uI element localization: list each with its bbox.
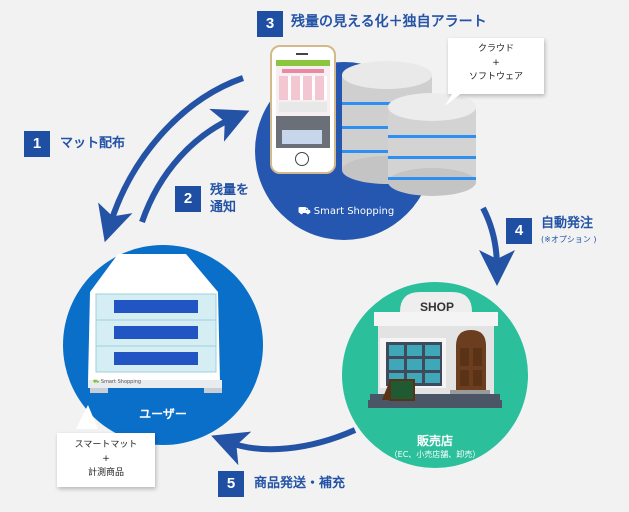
step-5-badge: 5 [218,471,244,497]
step-2-label-line1: 残量を [210,183,250,198]
database-icon [342,61,476,196]
step-4-badge: 4 [506,218,532,244]
shop-window [386,342,442,386]
product-tray [95,319,217,347]
shop-sublabel: （EC、小売店舗、卸売） [389,450,481,459]
phone-screen [276,60,330,148]
step-2-badge: 2 [175,186,201,212]
smart-mat-illustration [88,254,222,393]
callout-pointer [445,92,463,106]
step-2-label-line2: 通知 [210,200,237,215]
phone-speaker [296,53,308,55]
step-5-label: 商品発送・補充 [254,476,346,491]
shop-label: 販売店 [416,434,453,448]
cart-logo-icon: ⛟ [298,206,311,217]
step-1-label: マット配布 [60,136,126,151]
smartphone-illustration [270,45,336,174]
cart-logo-icon: ⛟ [93,379,100,385]
callout-line: スマートマット [74,440,138,450]
product-tray [95,293,217,321]
database-stack-front [388,93,476,196]
mat-brand-text: Smart Shopping [100,379,142,385]
product-tray [95,345,217,373]
callout-line: 計測商品 [87,468,124,478]
callout-line: ソフトウェア [468,72,523,82]
mat-brand: ⛟ Smart Shopping [93,379,141,386]
arrow-distribute [98,75,244,243]
step-1-badge: 1 [24,131,50,157]
step-3-badge: 3 [257,11,283,37]
arrow-notify [139,108,250,223]
arrow-ship [211,427,357,466]
shop-building-illustration [368,292,502,408]
callout-pointer [76,405,98,429]
brand-name: Smart Shopping [313,206,395,217]
shop-sign: SHOP [420,300,455,314]
callout-line: クラウド [477,44,514,54]
step-4-sublabel: (※オプション ) [541,235,597,244]
arrow-auto-order [478,206,515,286]
phone-home-button [295,152,309,166]
user-label: ユーザー [139,407,187,421]
sandwich-board-sign [382,379,415,401]
callout-line: + [102,454,110,464]
step-4-label: 自動発注 [541,216,594,231]
smart-shopping-logo: ⛟ Smart Shopping [298,206,394,219]
callout-line: + [492,58,500,68]
cloud-software-callout: クラウド + ソフトウェア [448,38,544,94]
step-3-label: 残量の見える化＋独自アラート [291,14,487,30]
smart-mat-callout: スマートマット + 計測商品 [57,433,155,487]
shop-door [456,330,486,390]
